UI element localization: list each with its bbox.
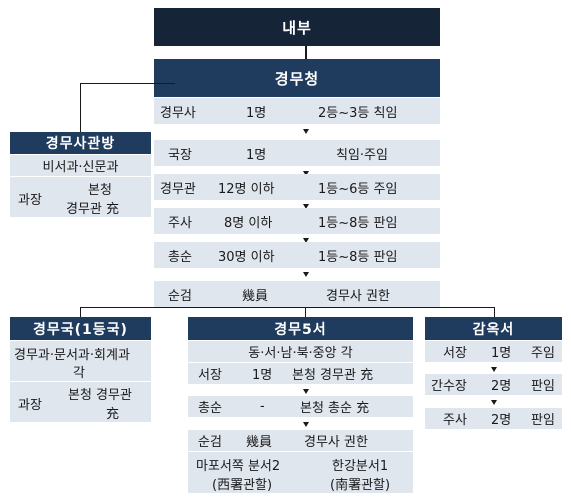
side-sub: 비서과·신문과: [10, 155, 151, 176]
connector-bottom-h: [80, 307, 495, 308]
main-row-6-count: 幾員: [242, 288, 269, 304]
bureau-sub-line1: 경무과·문서과·회계과: [14, 348, 130, 363]
arrow-prison-1: [491, 367, 497, 372]
side-label: 과장: [18, 193, 42, 208]
branch-1-name: 마포서쪽 분서2: [196, 459, 281, 474]
main-row-1-count: 1명: [246, 105, 267, 121]
main-row-6: 순검 幾員 경무사 권한: [154, 281, 440, 307]
arrow-p5-2: [303, 422, 309, 427]
police5-sub: 동·서·남·북·중앙 각: [188, 341, 413, 362]
main-row-5: 총순 30명 이하 1등~8등 판임: [154, 242, 440, 268]
arrow-3: [303, 204, 309, 209]
prison-header-title: 감옥서: [472, 321, 515, 338]
police5-row-1-duty: 본청 경무관 充: [292, 368, 374, 383]
connector-bureau-v: [80, 307, 81, 317]
police5-row-2-count: -: [260, 399, 265, 414]
bureau-line2: 充: [106, 407, 120, 422]
arrow-prison-2: [491, 400, 497, 405]
main-row-6-grade: 경무사 권한: [326, 288, 390, 304]
police5-row-3-rank: 순검: [198, 435, 222, 450]
police5-row-2: 총순 - 본청 총순 充: [188, 396, 413, 417]
main-header: 경무청: [154, 59, 440, 97]
police5-row-2-duty: 본청 총순 充: [300, 401, 370, 416]
prison-row-1-rank: 서장: [443, 346, 467, 361]
top-header: 내부: [154, 8, 440, 46]
prison-row-3: 주사 2명 판임: [425, 408, 562, 429]
bureau-sub-line2: 각: [73, 366, 85, 381]
prison-row-2-grade: 판임: [531, 379, 555, 394]
connector-bottom-v: [305, 307, 306, 317]
main-row-2-rank: 국장: [168, 147, 192, 163]
side-header: 경무사관방: [10, 132, 151, 154]
connector-side-h: [80, 83, 175, 84]
arrow-1: [303, 129, 309, 134]
prison-header: 감옥서: [425, 317, 562, 340]
bureau-header-title: 경무국(1등국): [33, 321, 128, 338]
side-line2: 경무관 充: [66, 202, 120, 217]
side-line1: 본청: [88, 183, 112, 198]
police5-sub-text: 동·서·남·북·중앙 각: [248, 346, 353, 361]
bureau-label: 과장: [18, 398, 42, 413]
police5-row-3-count: 幾員: [246, 435, 273, 450]
side-sub-text: 비서과·신문과: [42, 160, 119, 175]
main-row-1-grade: 2등~3등 칙임: [318, 105, 398, 121]
main-row-5-grade: 1등~8등 판임: [318, 249, 398, 265]
branch-1-jurisdiction: (西署관할): [212, 478, 273, 493]
main-row-4-grade: 1등~8등 판임: [318, 215, 398, 231]
prison-row-3-count: 2명: [491, 413, 512, 428]
main-row-5-count: 30명 이하: [218, 249, 275, 265]
branch-2-jurisdiction: (南署관할): [330, 478, 391, 493]
police5-header: 경무5서: [188, 317, 413, 340]
prison-row-1: 서장 1명 주임: [425, 341, 562, 362]
main-row-1-rank: 경무사: [160, 105, 196, 121]
main-row-5-rank: 총순: [168, 249, 192, 265]
arrow-5: [303, 272, 309, 277]
arrow-p5-1: [303, 389, 309, 394]
bureau-sub: 경무과·문서과·회계과 각: [10, 341, 151, 381]
arrow-4: [303, 238, 309, 243]
bureau-line1: 본청 경무관: [68, 388, 132, 403]
prison-row-1-count: 1명: [491, 346, 512, 361]
prison-row-2: 간수장 2명 판임: [425, 374, 562, 395]
main-row-2: 국장 1명 칙임·주임: [154, 140, 440, 166]
branch-2-name: 한강분서1: [332, 459, 389, 474]
police5-branches: 마포서쪽 분서2 (西署관할) 한강분서1 (南署관할): [188, 452, 413, 493]
prison-row-2-rank: 간수장: [431, 379, 467, 394]
prison-row-3-rank: 주사: [443, 413, 467, 428]
top-header-title: 내부: [282, 18, 312, 37]
police5-row-3-duty: 경무사 권한: [304, 435, 368, 450]
side-detail: 과장 본청 경무관 充: [10, 177, 151, 217]
police5-row-1: 서장 1명 본청 경무관 充: [188, 363, 413, 384]
bureau-detail: 과장 본청 경무관 充: [10, 382, 151, 422]
prison-row-1-grade: 주임: [531, 346, 555, 361]
main-row-3: 경무관 12명 이하 1등~6등 주임: [154, 174, 440, 200]
police5-row-3: 순검 幾員 경무사 권한: [188, 430, 413, 451]
bureau-header: 경무국(1등국): [10, 317, 151, 340]
main-row-3-count: 12명 이하: [218, 181, 275, 197]
arrow-2: [303, 171, 309, 176]
side-header-title: 경무사관방: [45, 136, 116, 152]
police5-row-1-count: 1명: [252, 368, 273, 383]
main-row-4: 주사 8명 이하 1등~8등 판임: [154, 208, 440, 234]
police5-row-2-rank: 총순: [198, 401, 222, 416]
connector-prison-v: [494, 307, 495, 317]
main-row-1: 경무사 1명 2등~3등 칙임: [154, 98, 440, 124]
main-row-4-rank: 주사: [168, 215, 192, 231]
main-row-3-rank: 경무관: [160, 181, 196, 197]
connector-top-main: [305, 46, 307, 59]
main-row-2-count: 1명: [246, 147, 267, 163]
connector-side-v: [80, 83, 81, 132]
main-row-2-grade: 칙임·주임: [336, 147, 388, 163]
police5-row-1-rank: 서장: [198, 368, 222, 383]
prison-row-3-grade: 판임: [531, 413, 555, 428]
main-row-3-grade: 1등~6등 주임: [318, 181, 398, 197]
main-row-6-rank: 순검: [168, 288, 192, 304]
main-header-title: 경무청: [274, 69, 320, 88]
main-row-4-count: 8명 이하: [224, 215, 273, 231]
prison-row-2-count: 2명: [491, 379, 512, 394]
police5-header-title: 경무5서: [274, 321, 327, 338]
